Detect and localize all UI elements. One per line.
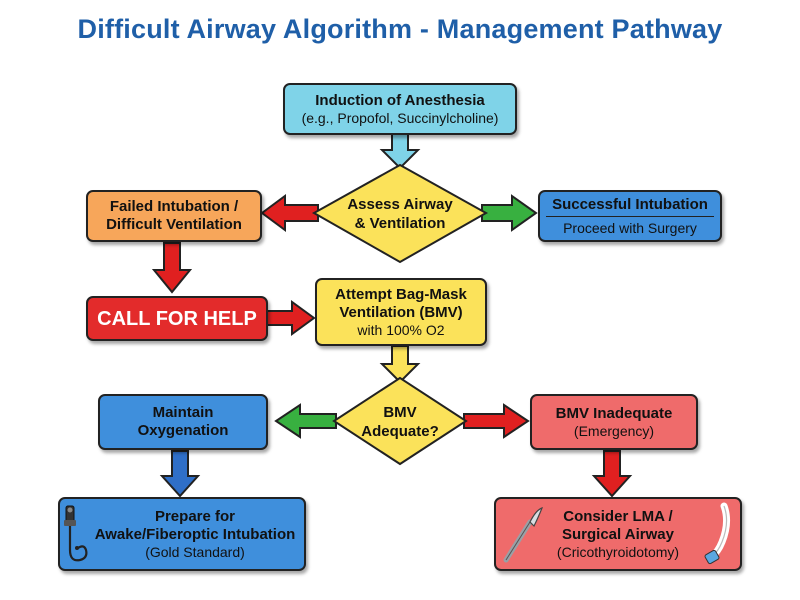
- lma-line2: Surgical Airway: [562, 525, 674, 543]
- awake-fiberoptic-box: Prepare for Awake/Fiberoptic Intubation …: [58, 497, 306, 571]
- arrow-help-to-bmv: [265, 300, 316, 336]
- arrow-assess-to-failed: [260, 194, 319, 232]
- arrow-adequate-to-inadequate: [463, 403, 530, 439]
- failed-line1: Failed Intubation /: [109, 198, 239, 215]
- bmv-line1: Attempt Bag-Mask: [335, 285, 467, 303]
- awake-line2: Awake/Fiberoptic Intubation: [94, 525, 296, 543]
- failed-intubation-box: Failed Intubation / Difficult Ventilatio…: [86, 190, 262, 242]
- arrow-maintain-to-awake: [159, 450, 201, 498]
- awake-line3: (Gold Standard): [145, 543, 245, 560]
- maintain-oxygenation-box: Maintain Oxygenation: [98, 394, 268, 450]
- lma-line3: (Cricothyroidotomy): [556, 543, 680, 560]
- adequate-label: BMV Adequate?: [345, 404, 455, 442]
- arrow-inadequate-to-lma: [591, 450, 633, 498]
- assess-line1: Assess Airway: [347, 196, 453, 213]
- awake-line1: Prepare for: [154, 507, 236, 525]
- airway-tube-icon: [704, 502, 731, 565]
- bag-mask-ventilation-box: Attempt Bag-Mask Ventilation (BMV) with …: [315, 278, 487, 346]
- bmv-line3: with 100% O2: [357, 321, 445, 338]
- assess-label: Assess Airway & Ventilation: [330, 196, 470, 234]
- successful-intubation-box: Successful Intubation Proceed with Surge…: [538, 190, 722, 242]
- success-title: Successful Intubation: [546, 196, 714, 217]
- induction-subtitle: (e.g., Propofol, Succinylcholine): [301, 109, 499, 126]
- maintain-line1: Maintain: [152, 404, 214, 421]
- call-for-help-label: CALL FOR HELP: [97, 307, 257, 330]
- arrow-bmv-to-adequate: [379, 345, 421, 384]
- arrow-induction-to-assess: [379, 133, 421, 170]
- inadequate-line1: BMV Inadequate: [555, 404, 673, 422]
- assess-line2: & Ventilation: [354, 214, 446, 232]
- maintain-line2: Oxygenation: [137, 422, 229, 439]
- arrow-assess-to-success: [481, 194, 538, 232]
- bmv-line2: Ventilation (BMV): [339, 303, 463, 321]
- arrow-failed-to-help: [151, 242, 193, 294]
- induction-title: Induction of Anesthesia: [315, 91, 485, 109]
- success-subtitle: Proceed with Surgery: [563, 219, 697, 236]
- page-title: Difficult Airway Algorithm - Management …: [77, 14, 723, 44]
- call-for-help-box: CALL FOR HELP: [86, 296, 268, 341]
- adequate-diamond: [332, 376, 468, 466]
- scalpel-icon: [503, 507, 544, 563]
- adequate-line1: BMV: [383, 404, 417, 421]
- adequate-line2: Adequate?: [361, 422, 439, 440]
- lma-line1: Consider LMA /: [563, 507, 673, 525]
- arrow-adequate-to-maintain: [274, 403, 337, 439]
- induction-box: Induction of Anesthesia (e.g., Propofol,…: [283, 83, 517, 135]
- fiberoptic-scope-icon: [64, 505, 88, 562]
- inadequate-line2: (Emergency): [573, 422, 655, 439]
- bmv-inadequate-box: BMV Inadequate (Emergency): [530, 394, 698, 450]
- failed-line2: Difficult Ventilation: [106, 216, 242, 233]
- assess-diamond: [311, 163, 489, 264]
- lma-surgical-airway-box: Consider LMA / Surgical Airway (Cricothy…: [494, 497, 742, 571]
